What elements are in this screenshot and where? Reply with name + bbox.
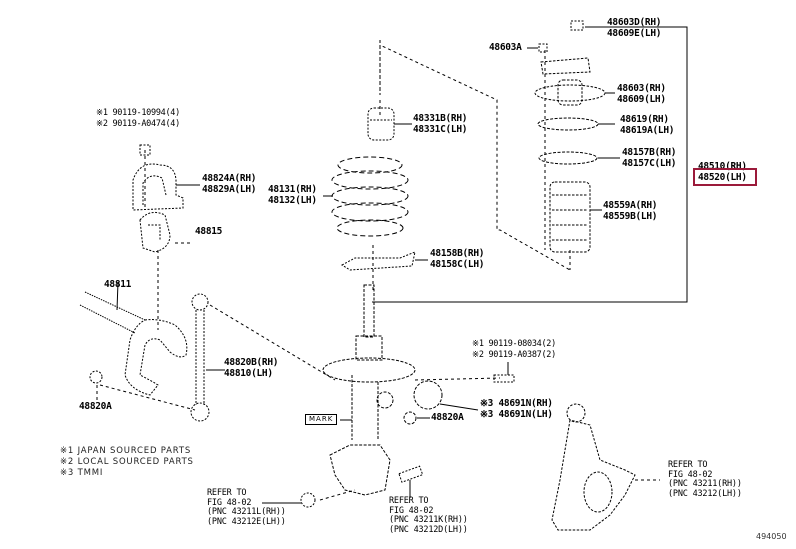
part-number: ※2 90119-A0387(2) (472, 349, 556, 360)
part-number: 48810(LH) (224, 367, 273, 379)
ref-text: (PNC 43211(RH)) (668, 479, 742, 489)
reference-mid[interactable]: REFER TO FIG 48-02 (PNC 43211K(RH)) (PNC… (389, 496, 468, 535)
ref-text: (PNC 43211L(RH)) (207, 507, 286, 517)
legend-item: ※1 JAPAN SOURCED PARTS (60, 446, 192, 456)
bushing-small-icon (89, 370, 103, 384)
link-icon (190, 293, 210, 422)
part-number: 48820B(RH) (224, 357, 279, 368)
part-number: 48619(RH) (620, 114, 669, 125)
bolt-icon (300, 374, 515, 508)
legend: ※1 JAPAN SOURCED PARTS ※2 LOCAL SOURCED … (60, 446, 194, 479)
part-number: ※1 90119-08034(2) (472, 339, 556, 349)
part-number: ※3 48691N(RH) (480, 398, 553, 409)
bound-stopper-label[interactable]: 48331B(RH) 48331C(LH) (413, 113, 468, 135)
ref-text: FIG 48-02 (207, 497, 252, 508)
strut-nut-label[interactable]: 48820A (431, 412, 464, 424)
ref-text: (PNC 43211K(RH)) (389, 515, 468, 525)
upper-seat-icon (537, 117, 599, 165)
stabilizer-bolt-label[interactable]: ※1 90119-10994(4) ※2 90119-A0474(4) (96, 108, 180, 129)
bracket-label[interactable]: 48824A(RH) 48829A(LH) (202, 173, 257, 195)
ref-text: (PNC 43212E(LH)) (207, 516, 286, 527)
coil-spring-label[interactable]: 48131(RH) 48132(LH) (268, 184, 317, 206)
spring-insulator-label[interactable]: 48158B(RH) 48158C(LH) (430, 248, 485, 270)
shock-absorber-label[interactable]: 48510(RH) 48520(LH) (698, 161, 747, 183)
part-number: 48158C(LH) (430, 258, 485, 270)
part-number: 48157C(LH) (622, 157, 677, 169)
part-number: 48158B(RH) (430, 248, 485, 259)
part-number: ※1 90119-10994(4) (96, 108, 180, 118)
part-number: 48559A(RH) (603, 200, 658, 211)
part-number: 48815 (195, 226, 223, 237)
top-nut-icon (538, 20, 584, 53)
ref-text: FIG 48-02 (668, 469, 713, 480)
bushing-icon (139, 211, 171, 253)
coil-spring-icon (331, 156, 409, 237)
part-number: 48824A(RH) (202, 173, 257, 184)
steering-knuckle-icon (551, 403, 636, 531)
link-label[interactable]: 48820B(RH) 48810(LH) (224, 357, 279, 379)
ref-text: (PNC 43212(LH)) (668, 488, 742, 499)
part-number: 48820A (79, 401, 112, 412)
shock-absorber-callout-line (372, 26, 688, 303)
ref-text: FIG 48-02 (389, 505, 434, 516)
upper-seat-label[interactable]: 48619(RH) 48619A(LH) (620, 114, 675, 136)
highlight-box (693, 168, 757, 186)
ref-text: (PNC 43212D(LH)) (389, 524, 468, 535)
part-number: 48559B(LH) (603, 210, 658, 222)
figure-id: 494050 (756, 532, 787, 541)
part-number: 48619A(LH) (620, 124, 675, 136)
leader (439, 403, 479, 411)
part-number: 48609(LH) (617, 93, 666, 105)
part-number: 48829A(LH) (202, 183, 257, 195)
stabilizer-bar-icon (79, 281, 188, 396)
top-nut-label[interactable]: 48603D(RH) 48609E(LH) (607, 17, 662, 39)
part-number: 48132(LH) (268, 194, 317, 206)
part-number: 48331C(LH) (413, 123, 468, 135)
legend-item: ※2 LOCAL SOURCED PARTS (60, 457, 194, 467)
assembly-dashed-lines (96, 40, 660, 501)
reference-right[interactable]: REFER TO FIG 48-02 (PNC 43211(RH)) (PNC … (668, 460, 742, 499)
part-number: ※3 48691N(LH) (480, 408, 553, 420)
legend-item: ※3 TMMI (60, 468, 104, 478)
part-number: 48603(RH) (617, 83, 666, 94)
part-number: 48510(RH) (698, 161, 747, 172)
strut-bolt-label[interactable]: ※1 90119-08034(2) ※2 90119-A0387(2) (472, 339, 556, 360)
part-number: 48820A (431, 412, 464, 423)
part-number: ※2 90119-A0474(4) (96, 118, 180, 129)
small-nut-label[interactable]: 48603A (489, 42, 522, 54)
ref-text: REFER TO (389, 496, 429, 506)
reference-left[interactable]: REFER TO FIG 48-02 (PNC 43211L(RH)) (PNC… (207, 488, 286, 527)
dust-boot-icon (549, 181, 591, 253)
dust-boot-label[interactable]: 48559A(RH) 48559B(LH) (603, 200, 658, 222)
bound-stopper-icon (367, 107, 395, 141)
part-number: 48157B(RH) (622, 147, 677, 158)
bracket-icon (132, 144, 184, 211)
part-number: 48131(RH) (268, 184, 317, 195)
stabilizer-bar-label[interactable]: 48811 (104, 279, 132, 291)
bushing-bottom-label[interactable]: 48820A (79, 401, 112, 413)
bushing-label[interactable]: 48815 (195, 226, 223, 238)
cam-label[interactable]: ※3 48691N(RH) ※3 48691N(LH) (480, 398, 553, 420)
mark-tag: MARK (305, 414, 338, 425)
spring-insulator-icon (341, 251, 416, 271)
part-number: 48603A (489, 42, 522, 53)
ref-text: REFER TO (207, 488, 247, 498)
ref-text: REFER TO (668, 460, 708, 470)
part-number: 48811 (104, 279, 132, 290)
part-number-highlighted: 48520(LH) (698, 171, 747, 183)
upper-insulator-label[interactable]: 48157B(RH) 48157C(LH) (622, 147, 677, 169)
part-number: 48609E(LH) (607, 27, 662, 39)
part-number: 48603D(RH) (607, 17, 662, 28)
part-number: 48331B(RH) (413, 113, 468, 124)
support-label[interactable]: 48603(RH) 48609(LH) (617, 83, 666, 105)
strut-icon (322, 284, 443, 496)
